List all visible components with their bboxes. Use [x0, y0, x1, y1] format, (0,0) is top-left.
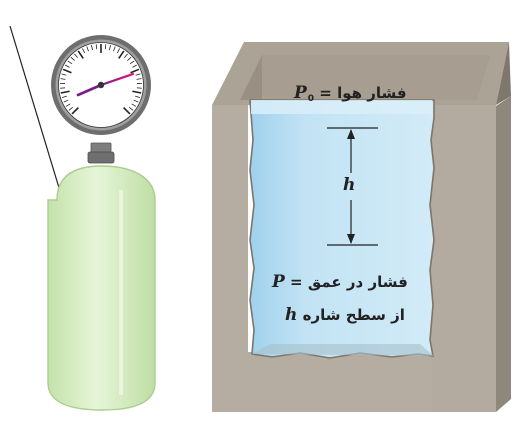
surface-pressure-equals: =	[319, 84, 332, 102]
depth-pressure-symbol: P	[272, 272, 285, 292]
pointer-line	[10, 26, 63, 201]
surface-pressure-symbol: P	[294, 83, 307, 103]
depth-pressure-text2: از سطح شاره	[303, 306, 405, 324]
reservoir-right-pillar	[430, 105, 496, 412]
depth-pressure-line1: P = فشار در عمق	[272, 272, 408, 292]
surface-pressure-subscript: 0	[308, 94, 314, 104]
surface-pressure-text: فشار هوا	[337, 84, 407, 102]
depth-symbol: h	[285, 305, 297, 325]
height-label: h	[343, 175, 355, 195]
gauge-valve	[88, 152, 114, 163]
depth-pressure-line2: h از سطح شاره	[285, 305, 405, 325]
gas-tank	[48, 166, 155, 410]
gauge-pivot	[98, 82, 104, 88]
reservoir-left-pillar	[212, 105, 248, 412]
height-symbol: h	[343, 175, 355, 195]
depth-pressure-equals: =	[290, 273, 303, 291]
gauge-neck-top	[91, 143, 111, 152]
pressure-gauge	[51, 35, 151, 135]
surface-pressure-label: P0 = فشار هوا	[294, 83, 407, 103]
reservoir-bottom-wall	[246, 352, 432, 412]
cavity-floor	[252, 344, 434, 356]
depth-pressure-text: فشار در عمق	[308, 273, 408, 291]
gas-tank-assembly	[10, 26, 155, 410]
reservoir-side-wall	[496, 96, 511, 412]
